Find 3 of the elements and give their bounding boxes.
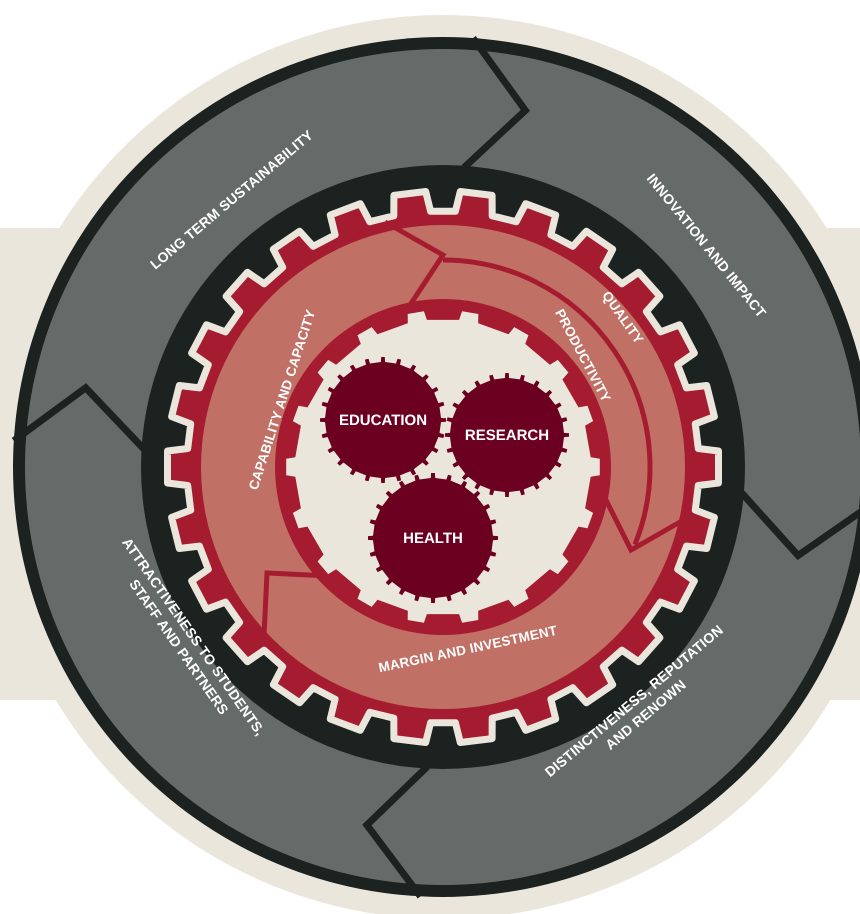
gear-label: EDUCATION <box>338 412 428 428</box>
gear-label: RESEARCH <box>464 426 550 444</box>
gear-label: HEALTH <box>403 530 463 546</box>
